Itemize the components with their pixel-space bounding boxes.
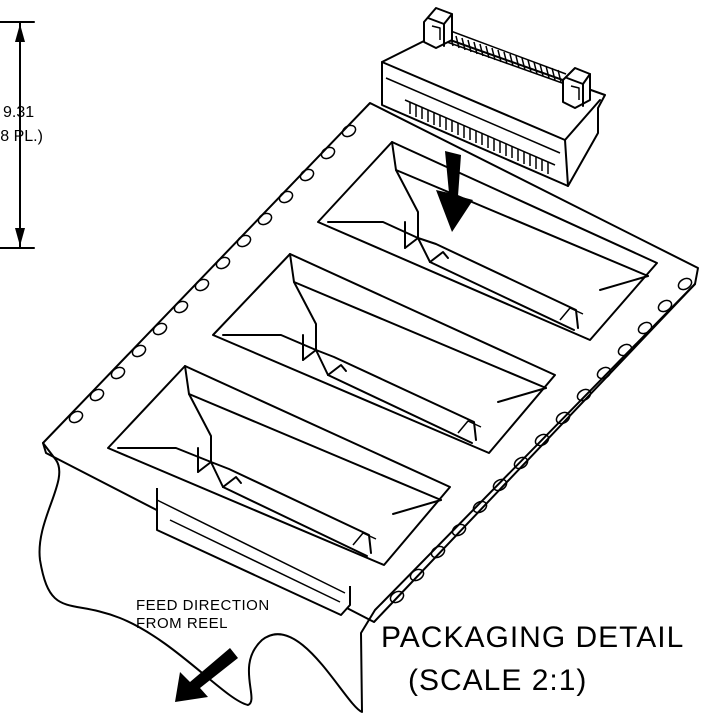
sprocket-hole <box>320 146 336 160</box>
tape-pocket-2 <box>212 253 556 454</box>
tape-pocket-3 <box>107 365 451 566</box>
feed-direction-arrow-icon <box>175 648 238 702</box>
sprocket-hole <box>617 343 633 357</box>
drawing-scale: (SCALE 2:1) <box>408 664 587 697</box>
sprocket-hole <box>430 545 446 559</box>
feed-direction-label: FEED DIRECTION <box>136 597 270 614</box>
sprocket-holes-right <box>389 277 693 604</box>
connector-latch-right <box>562 67 591 109</box>
sprocket-hole <box>677 277 693 291</box>
sprocket-hole <box>472 500 488 514</box>
insertion-arrow-icon <box>436 151 473 232</box>
tape-pocket-1 <box>317 141 658 341</box>
sprocket-hole <box>409 568 425 582</box>
sprocket-hole <box>637 321 653 335</box>
connector-component <box>381 7 606 187</box>
drawing-title: PACKAGING DETAIL <box>381 621 684 654</box>
sprocket-hole <box>131 344 147 358</box>
pitch-dimension: 9.31 (18 PL.) <box>0 21 43 249</box>
sprocket-hole <box>215 256 231 270</box>
dimension-note: (18 PL.) <box>0 128 43 145</box>
sprocket-hole <box>257 212 273 226</box>
connector-pins-lower <box>409 102 549 174</box>
feed-direction-sublabel: FROM REEL <box>136 615 228 632</box>
sprocket-hole <box>173 300 189 314</box>
sprocket-hole <box>68 410 84 424</box>
sprocket-holes-left <box>68 124 357 424</box>
sprocket-hole <box>657 299 673 313</box>
sprocket-hole <box>389 590 405 604</box>
sprocket-hole <box>194 278 210 292</box>
sprocket-hole <box>492 478 508 492</box>
sprocket-hole <box>341 124 357 138</box>
sprocket-hole <box>278 190 294 204</box>
sprocket-hole <box>534 433 550 447</box>
connector-latch-left <box>423 7 453 49</box>
connector-pins-upper <box>446 29 567 85</box>
sprocket-hole <box>513 456 529 470</box>
sprocket-hole <box>451 523 467 537</box>
dimension-arrow-bottom-icon <box>15 228 25 246</box>
sprocket-hole <box>152 322 168 336</box>
sprocket-hole <box>576 388 592 402</box>
dimension-arrow-top-icon <box>15 24 25 42</box>
sprocket-hole <box>110 366 126 380</box>
sprocket-hole <box>596 366 612 380</box>
dimension-value: 9.31 <box>3 104 34 121</box>
sprocket-hole <box>89 388 105 402</box>
sprocket-hole <box>236 234 252 248</box>
sprocket-hole <box>555 411 571 425</box>
sprocket-hole <box>299 168 315 182</box>
